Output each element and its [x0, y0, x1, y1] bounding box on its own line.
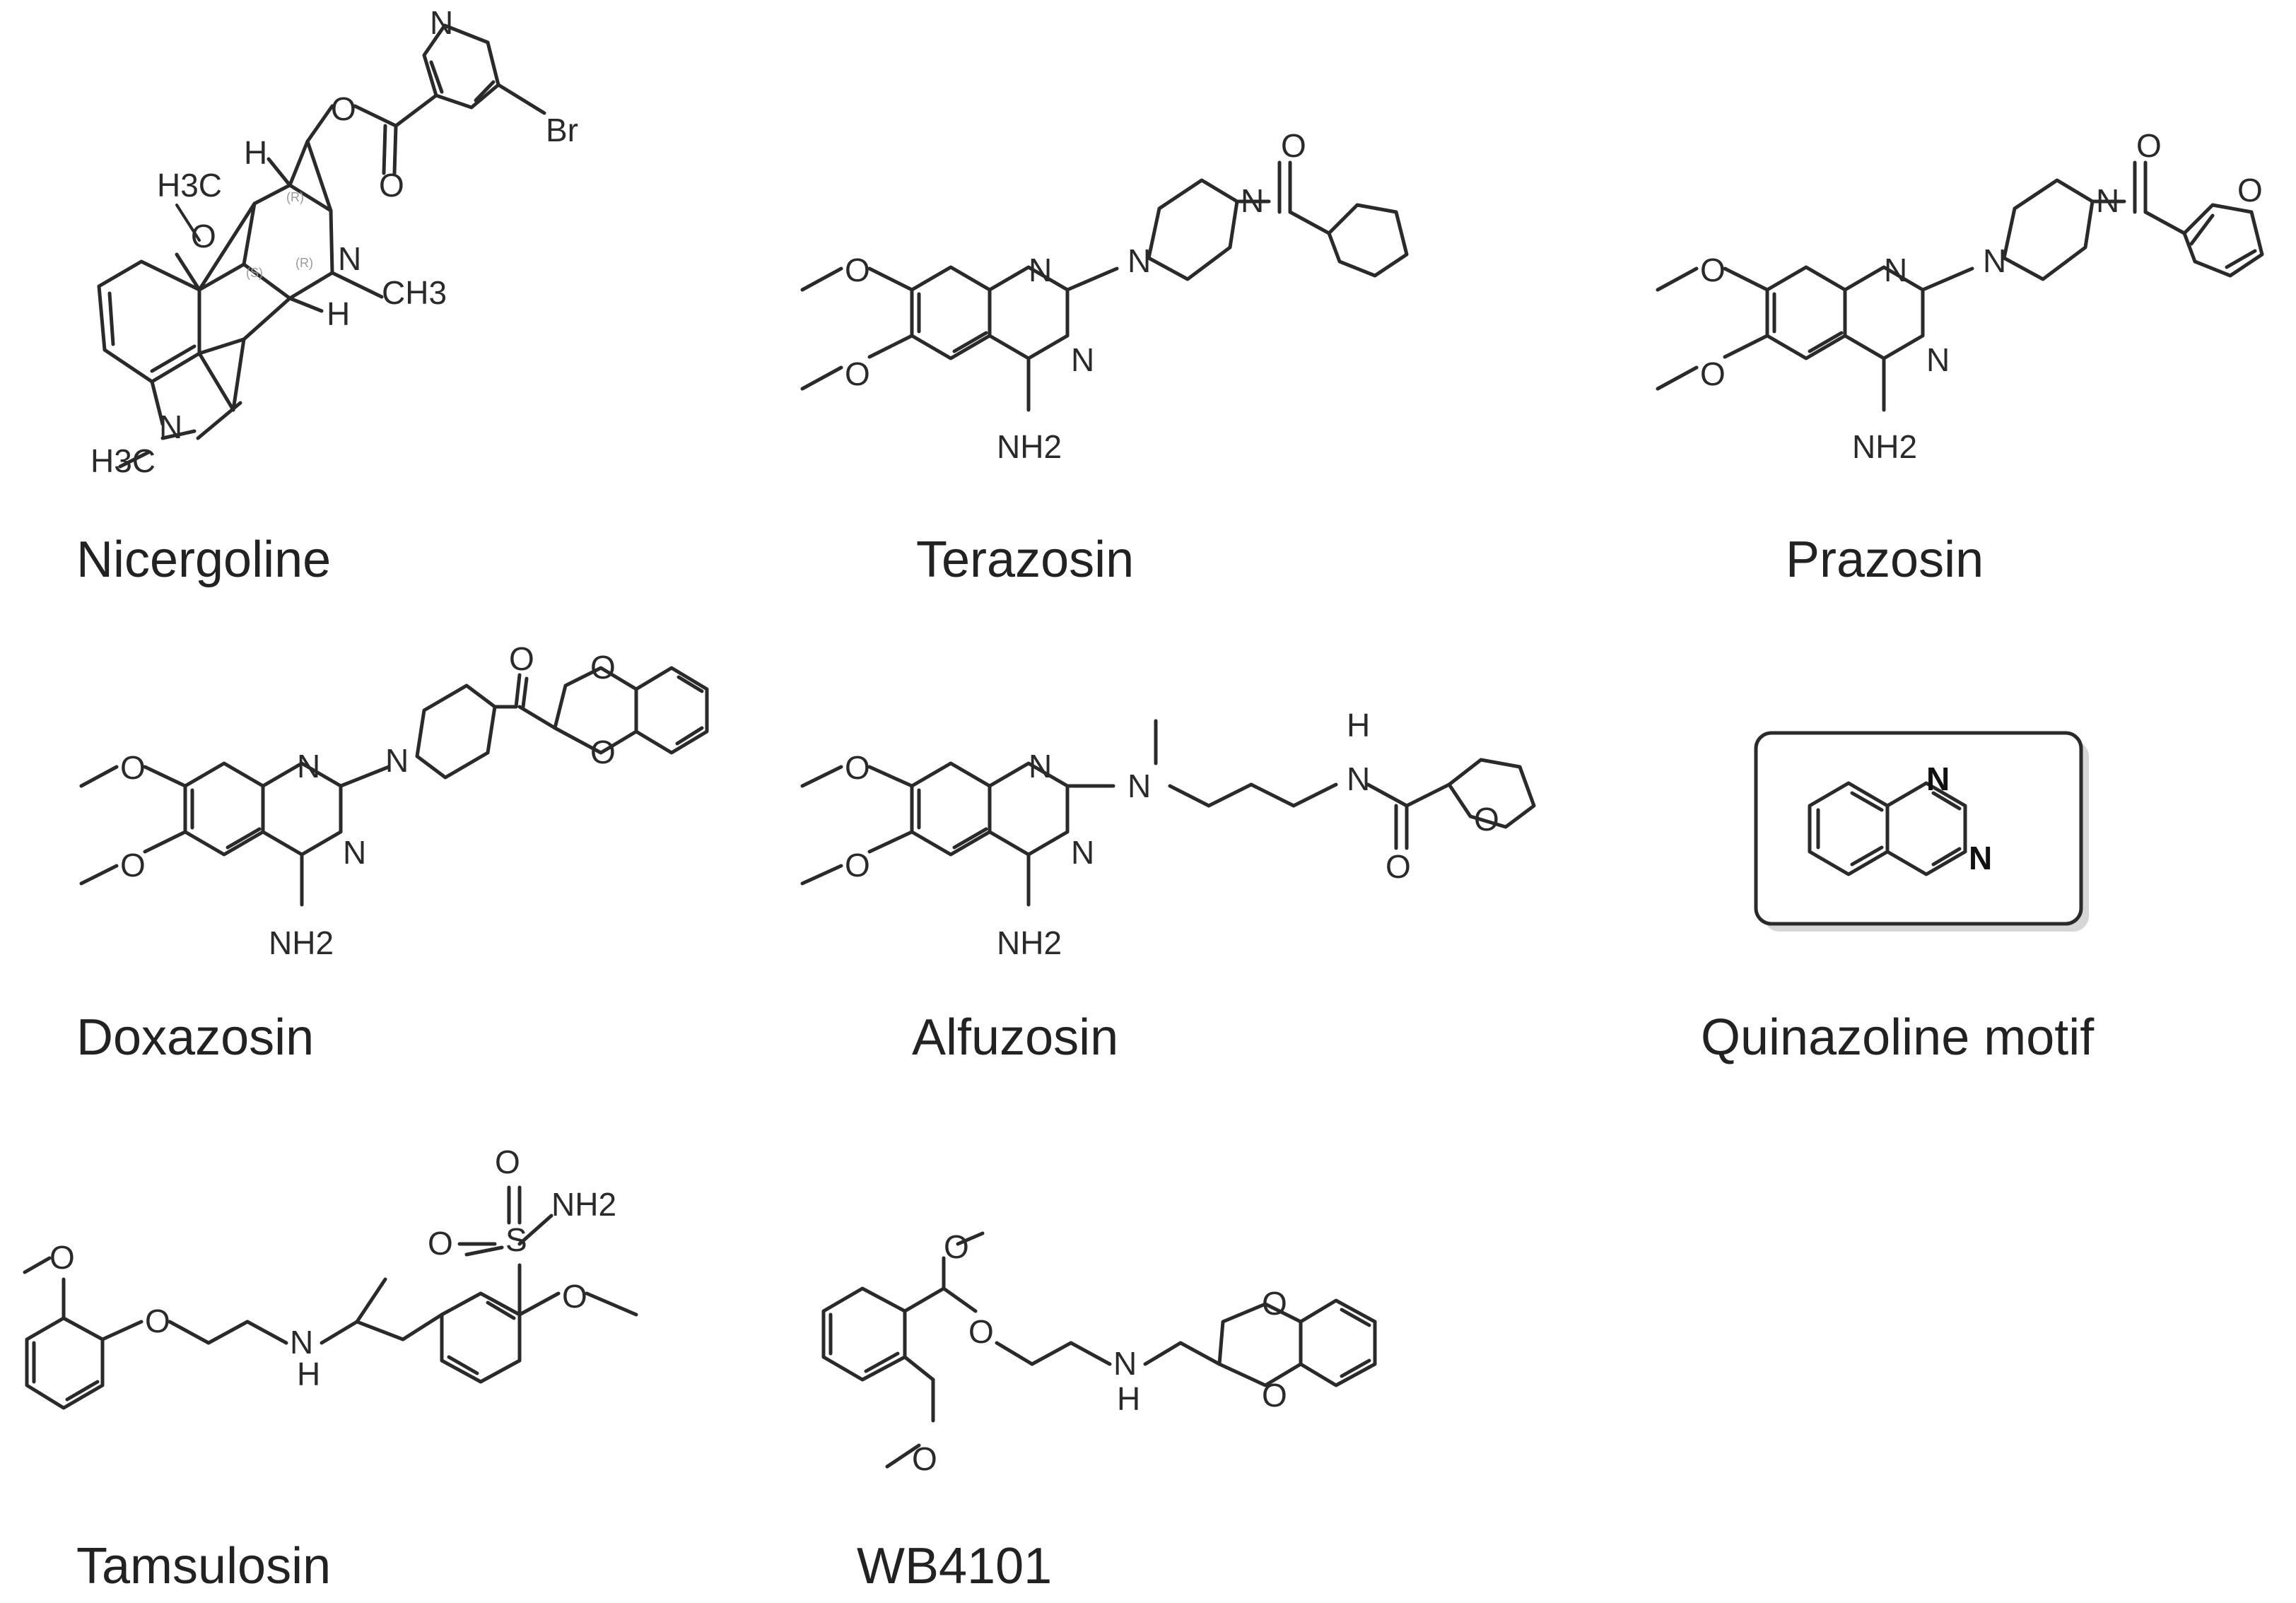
- svg-text:O: O: [1474, 801, 1499, 838]
- svg-text:H: H: [297, 1356, 320, 1392]
- label-wb4101: WB4101: [857, 1538, 1052, 1595]
- svg-text:O: O: [509, 640, 534, 677]
- svg-text:N: N: [343, 834, 366, 871]
- svg-text:O: O: [1700, 252, 1726, 288]
- svg-text:O: O: [495, 1144, 520, 1180]
- svg-text:O: O: [379, 167, 404, 204]
- label-nicergoline: Nicergoline: [76, 532, 331, 588]
- structure-wb4101: O O O N H O O: [821, 1228, 1377, 1477]
- svg-text:N: N: [1071, 341, 1094, 378]
- svg-text:O: O: [845, 749, 870, 786]
- svg-text:N: N: [1071, 834, 1094, 871]
- svg-text:(R): (R): [286, 190, 304, 204]
- svg-text:H3C: H3C: [90, 442, 156, 479]
- svg-text:O: O: [1700, 356, 1726, 392]
- svg-text:O: O: [1386, 848, 1411, 885]
- label-prazosin: Prazosin: [1786, 532, 1984, 588]
- svg-text:H3C: H3C: [157, 167, 222, 204]
- label-doxazosin: Doxazosin: [76, 1009, 314, 1066]
- svg-text:N: N: [2096, 182, 2119, 219]
- structure-terazosin: O O N O N N N NH2: [800, 127, 1409, 465]
- svg-text:O: O: [590, 734, 616, 770]
- svg-text:N: N: [297, 748, 320, 785]
- svg-text:O: O: [120, 749, 146, 786]
- svg-text:O: O: [120, 847, 146, 883]
- svg-text:N: N: [1347, 761, 1370, 797]
- svg-text:N: N: [1113, 1345, 1137, 1382]
- svg-text:N: N: [1983, 242, 2006, 279]
- svg-text:O: O: [845, 356, 870, 392]
- svg-text:O: O: [944, 1228, 969, 1265]
- svg-text:NH2: NH2: [997, 924, 1062, 961]
- structure-doxazosin: O O O O N O N N NH2: [79, 640, 709, 961]
- svg-text:O: O: [2136, 127, 2162, 164]
- svg-text:NH2: NH2: [269, 924, 334, 961]
- label-terazosin: Terazosin: [916, 532, 1134, 588]
- svg-text:N: N: [1926, 341, 1950, 378]
- structure-nicergoline: N O O Br H H3C O (R) (R) (S) N CH3 H N H…: [90, 4, 578, 479]
- svg-text:N: N: [1128, 768, 1151, 804]
- svg-text:NH2: NH2: [1852, 428, 1917, 465]
- svg-text:(S): (S): [246, 266, 263, 280]
- svg-text:Br: Br: [546, 112, 578, 148]
- structure-tamsulosin: O S NH2 O O O O N H: [23, 1144, 638, 1410]
- svg-text:H: H: [1347, 707, 1370, 744]
- svg-text:N: N: [1884, 252, 1907, 288]
- svg-text:O: O: [912, 1440, 937, 1477]
- label-quinazoline-motif: Quinazoline motif: [1701, 1009, 2095, 1066]
- svg-text:N: N: [1029, 748, 1052, 785]
- svg-text:O: O: [562, 1278, 587, 1315]
- structure-alfuzosin: H N N O O O O N N NH2: [800, 707, 1536, 961]
- svg-text:H: H: [327, 295, 350, 332]
- svg-text:O: O: [49, 1239, 75, 1276]
- svg-text:NH2: NH2: [551, 1186, 616, 1223]
- svg-text:O: O: [428, 1225, 453, 1262]
- svg-text:N: N: [290, 1324, 313, 1361]
- svg-text:N: N: [1128, 242, 1151, 279]
- svg-text:(R): (R): [295, 256, 313, 270]
- svg-text:O: O: [845, 847, 870, 883]
- svg-text:N: N: [1241, 182, 1264, 219]
- svg-text:O: O: [1262, 1377, 1287, 1414]
- structure-quinazoline-motif: N N: [1754, 731, 2089, 932]
- svg-text:O: O: [2237, 172, 2263, 209]
- label-tamsulosin: Tamsulosin: [76, 1538, 331, 1595]
- svg-text:N: N: [1969, 840, 1992, 876]
- label-alfuzosin: Alfuzosin: [912, 1009, 1118, 1066]
- svg-text:N: N: [1029, 252, 1052, 288]
- svg-text:N: N: [159, 409, 182, 445]
- structure-prazosin: O O N O N N O N NH2: [1656, 127, 2264, 465]
- svg-text:O: O: [331, 90, 356, 127]
- svg-text:H: H: [244, 134, 267, 171]
- svg-text:O: O: [1262, 1285, 1287, 1322]
- svg-text:H: H: [1117, 1380, 1140, 1417]
- svg-text:N: N: [385, 742, 409, 779]
- svg-text:S: S: [505, 1221, 527, 1258]
- svg-text:NH2: NH2: [997, 428, 1062, 465]
- svg-text:O: O: [145, 1303, 170, 1339]
- svg-text:CH3: CH3: [382, 274, 447, 311]
- svg-text:O: O: [590, 649, 616, 686]
- svg-text:N: N: [338, 240, 361, 277]
- svg-text:O: O: [968, 1313, 994, 1350]
- svg-text:O: O: [845, 252, 870, 288]
- svg-text:N: N: [430, 4, 453, 41]
- svg-text:O: O: [1281, 127, 1306, 164]
- svg-text:N: N: [1926, 761, 1950, 797]
- svg-text:O: O: [191, 218, 216, 254]
